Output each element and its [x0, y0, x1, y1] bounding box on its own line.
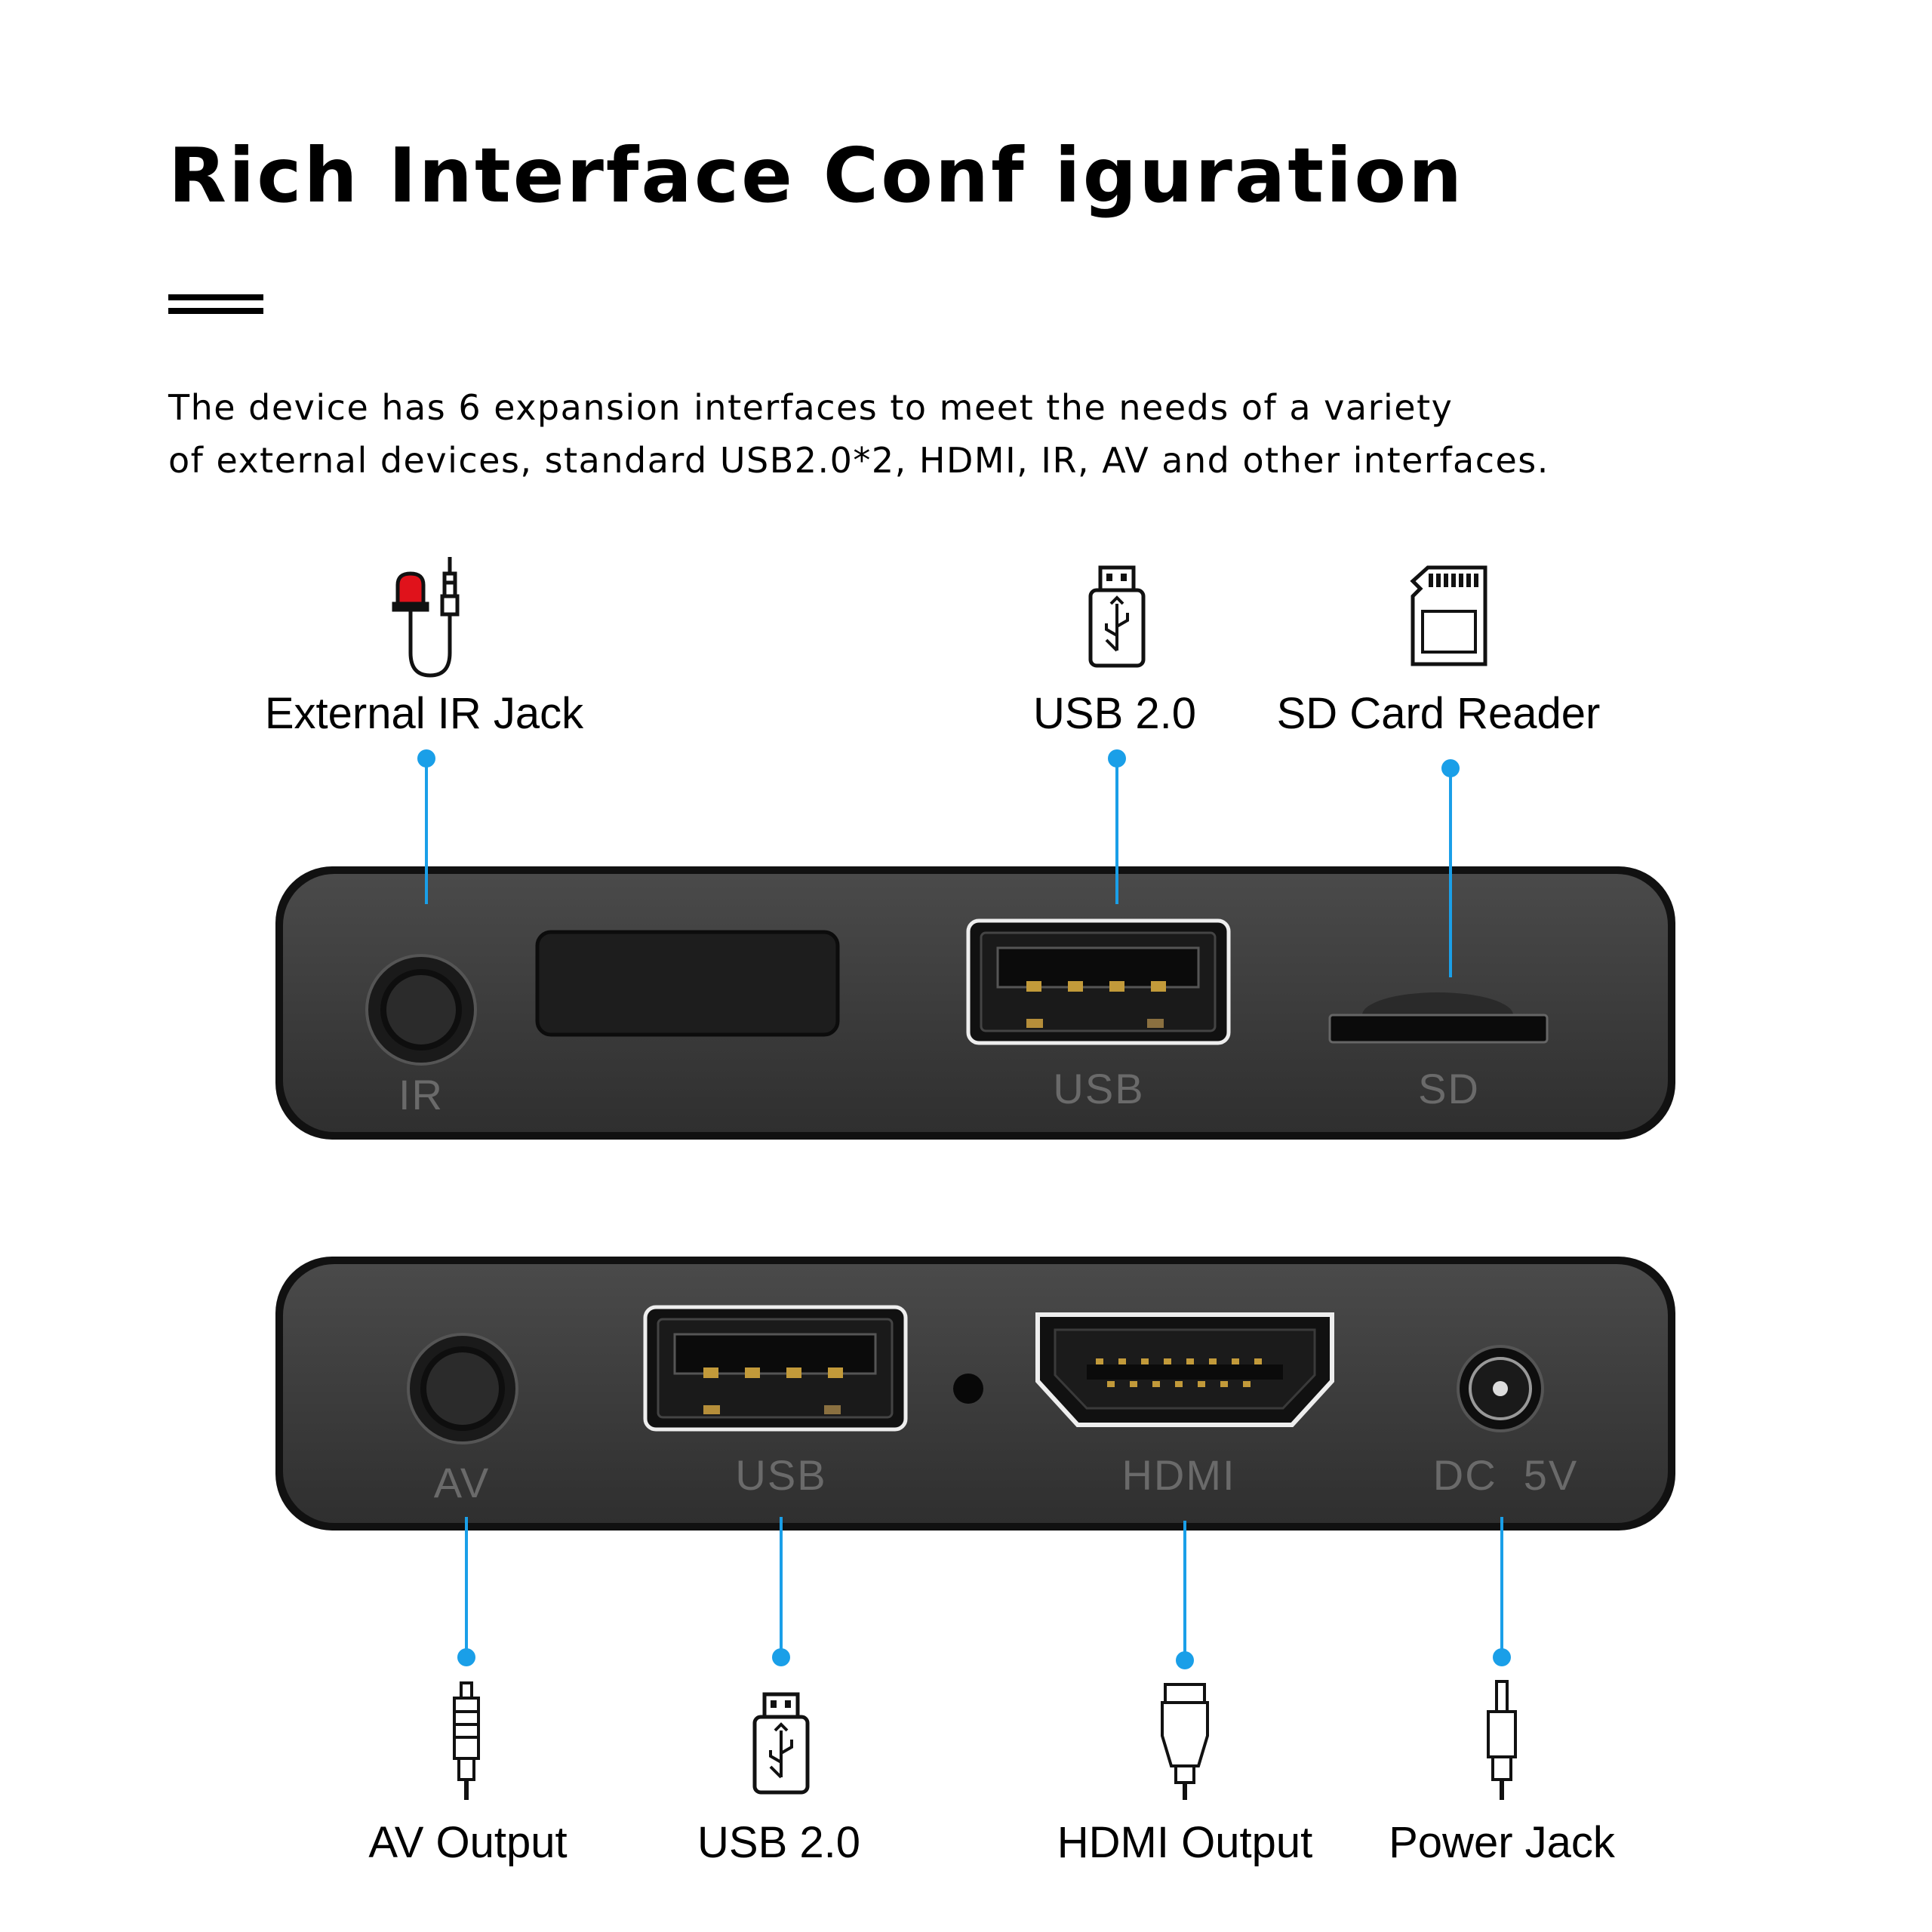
description: The device has 6 expansion interfaces to… — [168, 381, 1904, 487]
av-port — [407, 1333, 518, 1444]
callout-label-usb-top: USB 2.0 — [1033, 689, 1196, 738]
description-line-2: of external devices, standard USB2.0*2, … — [168, 440, 1549, 481]
ir-receiver-window — [535, 930, 840, 1037]
callout-label-hdmi-output: HDMI Output — [1057, 1818, 1313, 1867]
port-label-ir: IR — [398, 1071, 444, 1118]
dc-power-port — [1457, 1345, 1544, 1432]
port-label-av: AV — [433, 1459, 491, 1506]
usb-stick-icon-bottom — [752, 1692, 810, 1795]
rca-plug-icon — [453, 1681, 480, 1800]
callout-label-usb-bottom: USB 2.0 — [697, 1818, 860, 1867]
callout-lines — [417, 749, 1511, 1669]
port-label-usb-bottom: USB — [735, 1451, 827, 1499]
hdmi-plug-icon — [1161, 1683, 1209, 1800]
usb-port-top — [966, 918, 1231, 1045]
usb-stick-icon — [1088, 565, 1146, 668]
reset-pinhole — [953, 1374, 983, 1404]
sd-card-icon — [1410, 565, 1487, 666]
port-label-usb-top: USB — [1053, 1065, 1145, 1112]
callout-label-sd-card-reader: SD Card Reader — [1276, 689, 1601, 738]
title-underline-decoration — [168, 294, 263, 321]
sd-card-slot — [1328, 992, 1549, 1044]
usb-port-bottom — [643, 1305, 908, 1432]
port-label-sd: SD — [1418, 1065, 1480, 1112]
ir-port — [365, 954, 477, 1066]
bottom-device-panel — [275, 1257, 1675, 1531]
port-label-hdmi: HDMI — [1121, 1451, 1236, 1499]
hdmi-port — [1035, 1312, 1334, 1427]
ir-cable-icon — [392, 557, 460, 678]
top-device-panel — [275, 866, 1675, 1140]
callout-label-power-jack: Power Jack — [1389, 1818, 1615, 1867]
dc-plug-icon — [1487, 1680, 1517, 1800]
callout-label-av-output: AV Output — [368, 1818, 568, 1867]
port-label-dc: DC 5V — [1432, 1451, 1579, 1499]
page-title: Rich Interface Conf iguration — [168, 131, 1465, 220]
description-line-1: The device has 6 expansion interfaces to… — [168, 387, 1454, 428]
callout-label-external-ir-jack: External IR Jack — [264, 689, 584, 738]
